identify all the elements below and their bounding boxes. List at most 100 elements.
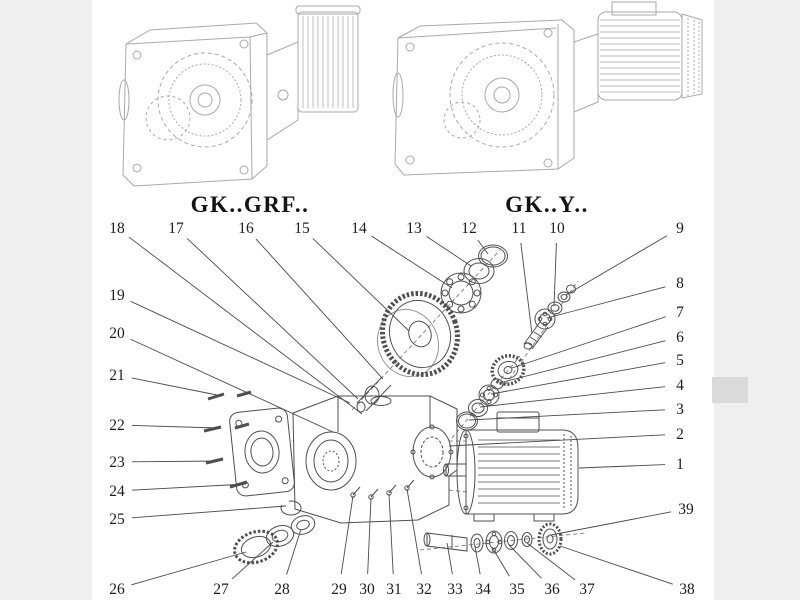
callout-number-11: 11 <box>512 220 527 237</box>
flange-plate-outline <box>229 407 295 497</box>
snap-ring-3-inner <box>458 413 476 429</box>
y-terminal-box <box>611 1 657 16</box>
leader-line-31 <box>388 493 394 575</box>
ring-10-inner <box>550 304 560 312</box>
leader-line-39 <box>550 511 672 536</box>
grf-bolt-hole <box>132 163 142 173</box>
leader-line-22 <box>131 424 219 429</box>
leader-line-10 <box>553 242 557 307</box>
flange-plate-hole <box>281 477 289 485</box>
callout-number-2: 2 <box>676 426 684 443</box>
ring-13-inner <box>468 262 490 280</box>
grf-output-bore <box>189 84 221 116</box>
grf-bolt-hole <box>239 165 249 175</box>
callout-number-16: 16 <box>238 220 254 237</box>
callout-number-10: 10 <box>549 220 565 237</box>
bolt-shank <box>352 486 361 496</box>
leader-lines <box>128 235 673 586</box>
y-pinion-circle <box>443 101 481 139</box>
leader-line-21 <box>131 377 223 397</box>
callout-number-12: 12 <box>461 220 477 237</box>
callout-number-25: 25 <box>109 511 125 528</box>
ring-12-inner <box>480 246 506 266</box>
leader-line-26 <box>131 551 247 586</box>
leader-line-16 <box>255 238 384 380</box>
shaft-33 <box>426 532 468 552</box>
output-rings-group <box>233 500 316 565</box>
ring-9 <box>557 291 571 303</box>
callout-number-1: 1 <box>676 456 684 473</box>
motor-foot <box>473 513 495 522</box>
bolt-shank <box>388 484 397 494</box>
ring-10 <box>547 301 563 315</box>
motor-terminal-box <box>496 411 540 433</box>
housing-flange-bolt <box>448 449 454 455</box>
leader-line-6 <box>498 340 666 384</box>
shaft-end <box>356 401 366 413</box>
callout-number-14: 14 <box>351 220 367 237</box>
motor-flange-bolt <box>463 505 469 511</box>
callout-number-38: 38 <box>679 581 695 598</box>
housing-top-hole <box>370 396 392 406</box>
ring-gear-26 <box>233 529 279 565</box>
bolt-shank <box>406 479 415 489</box>
motor-shaft-end <box>443 463 449 477</box>
bearing-5-outer <box>478 384 500 406</box>
y-gear-circle-mid <box>461 54 543 136</box>
leader-line-32 <box>406 488 422 575</box>
y-motor-fins <box>600 19 680 93</box>
callout-number-36: 36 <box>544 581 560 598</box>
right-margin-band <box>714 0 800 600</box>
bearing-14-inner <box>448 280 474 306</box>
callout-number-17: 17 <box>168 220 184 237</box>
callout-number-29: 29 <box>331 581 347 598</box>
housing-front-bore <box>305 431 357 491</box>
washer-34-inner <box>473 538 481 548</box>
leader-line-14 <box>371 235 453 289</box>
gear-38-rim <box>542 528 558 550</box>
callout-number-32: 32 <box>416 581 432 598</box>
y-housing-edges <box>397 24 559 169</box>
grf-pinion-circle <box>145 95 191 141</box>
bearing-5-inner <box>483 389 495 401</box>
grf-output-boss <box>118 79 130 121</box>
leader-line-13 <box>426 235 472 267</box>
bearing-14-outer <box>440 272 482 314</box>
bearing-8-inner <box>539 313 551 325</box>
leader-line-24 <box>131 483 247 491</box>
callout-number-33: 33 <box>447 581 463 598</box>
callout-number-23: 23 <box>109 454 125 471</box>
callout-number-24: 24 <box>109 483 125 500</box>
big-gear-hub <box>408 320 432 348</box>
leader-line-28 <box>286 528 302 575</box>
leader-line-30 <box>367 497 372 575</box>
screw <box>234 422 250 430</box>
leader-line-7 <box>511 316 666 369</box>
ring-36-inner <box>507 535 515 546</box>
gearbox-y-illustration <box>392 1 703 176</box>
ring-9-inner <box>560 294 568 300</box>
grf-bolt-hole <box>132 50 142 60</box>
housing-motor-flange-inner <box>420 436 444 468</box>
y-output-shaft <box>493 86 511 104</box>
leader-line-2 <box>448 434 666 447</box>
callout-number-37: 37 <box>579 581 595 598</box>
motor-fins <box>478 439 560 504</box>
bearing-8-outer <box>534 308 556 330</box>
bottom-shaft-parts-group <box>423 522 563 556</box>
housing-flange-bolt <box>429 424 435 430</box>
y-bolt-hole <box>405 42 415 52</box>
callout-number-18: 18 <box>109 220 125 237</box>
grf-fan-housing <box>297 11 359 113</box>
callout-number-22: 22 <box>109 417 125 434</box>
gearbox-grf-illustration <box>118 5 361 187</box>
callout-number-15: 15 <box>294 220 310 237</box>
ring-37 <box>521 532 533 547</box>
leader-line-3 <box>468 409 666 421</box>
grf-gear-circle-outer <box>157 52 253 148</box>
gear-38-teeth <box>537 522 563 556</box>
grf-adapter-bell <box>266 41 299 141</box>
y-housing-outline <box>394 19 575 176</box>
ring-4-inner <box>471 402 485 414</box>
